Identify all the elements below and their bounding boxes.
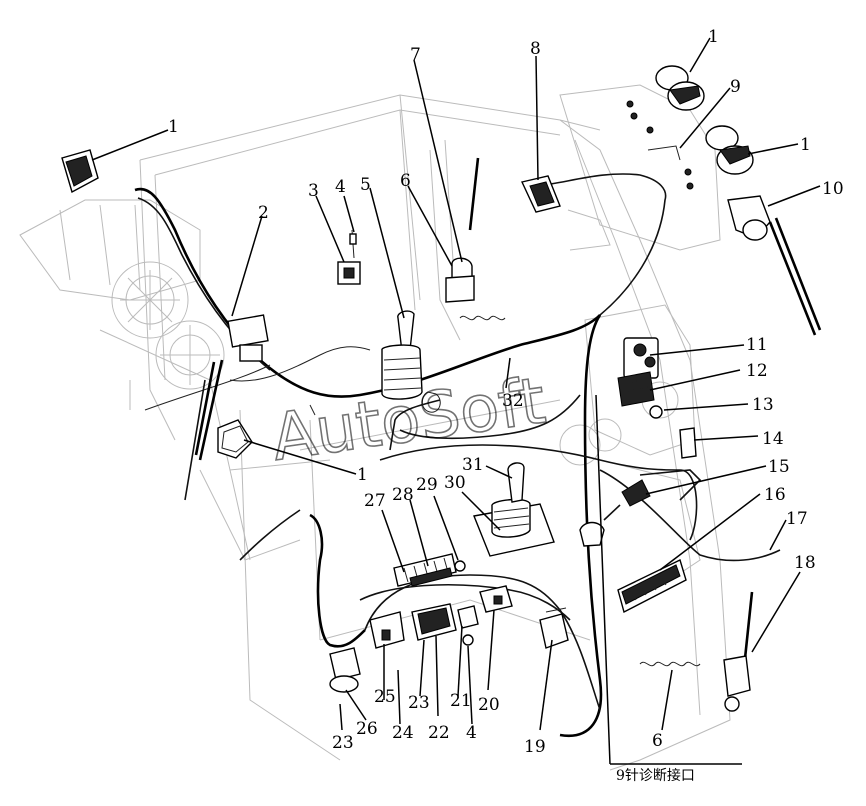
callout-1: 1 [708, 27, 719, 47]
callout-1: 1 [357, 465, 368, 485]
callout-1: 1 [800, 135, 811, 155]
fuse-panel-27-28 [393, 553, 457, 587]
callout-19: 19 [524, 737, 546, 757]
callout-23: 23 [408, 693, 430, 713]
ground-strap [421, 391, 441, 413]
callout-28: 28 [392, 485, 414, 505]
instrument-cluster [617, 337, 663, 419]
plug-21 [457, 605, 479, 646]
bracket-14 [679, 427, 697, 459]
callout-23: 23 [332, 733, 354, 753]
joystick-left [381, 310, 423, 400]
horn-7 [445, 157, 480, 303]
callout-13: 13 [752, 395, 774, 415]
indicator-29 [454, 560, 466, 572]
spring-6a [459, 315, 506, 321]
callout-6: 6 [652, 731, 663, 751]
callout-labels: 1 1 1 1 2 3 4 5 6 7 8 9 10 11 12 13 14 1… [168, 27, 844, 757]
callout-4: 4 [466, 723, 477, 743]
callout-12: 12 [746, 361, 768, 381]
callout-11: 11 [746, 335, 768, 355]
callout-29: 29 [416, 475, 438, 495]
relay-20 [479, 585, 513, 613]
work-lamp-left [61, 149, 99, 194]
fuse-box-22 [411, 603, 457, 641]
callout-4: 4 [335, 177, 346, 197]
callout-15: 15 [768, 457, 790, 477]
callout-26: 26 [356, 719, 378, 739]
work-lamp-right-upper [655, 65, 705, 111]
callout-10: 10 [822, 179, 844, 199]
callout-3: 3 [308, 181, 319, 201]
spring-6b [639, 661, 701, 667]
callout-14: 14 [762, 429, 784, 449]
horn-26 [329, 647, 361, 693]
callout-20: 20 [478, 695, 500, 715]
callout-32: 32 [502, 391, 524, 411]
callout-24: 24 [392, 723, 414, 743]
work-lamp-front [217, 419, 253, 459]
leader-lines [91, 37, 821, 765]
cab-frame [139, 94, 731, 771]
callout-30: 30 [444, 473, 466, 493]
callout-2: 2 [258, 203, 269, 223]
switch-25 [369, 611, 405, 649]
callout-27: 27 [364, 491, 386, 511]
joystick-right [473, 462, 555, 557]
relay-block-8 [520, 175, 561, 213]
left-console [19, 199, 331, 561]
callout-17: 17 [786, 509, 808, 529]
wiper-motor-right [727, 195, 822, 336]
callout-8: 8 [530, 39, 541, 59]
callout-1: 1 [168, 117, 179, 137]
connector-9 [626, 100, 694, 190]
diagnostic-port-caption: 9针诊断接口 [616, 767, 695, 784]
callout-6: 6 [400, 171, 411, 191]
switch-3 [337, 229, 361, 285]
module-19 [539, 607, 569, 649]
callout-7: 7 [410, 45, 421, 65]
callout-25: 25 [374, 687, 396, 707]
callout-16: 16 [764, 485, 786, 505]
callout-9: 9 [730, 77, 741, 97]
wiper-motor-left [184, 314, 269, 501]
rear-lamp-18 [723, 591, 754, 712]
callout-5: 5 [360, 175, 371, 195]
callout-22: 22 [428, 723, 450, 743]
controller-box-16 [617, 559, 687, 614]
work-lamp-right-lower [705, 125, 754, 175]
callout-18: 18 [794, 553, 816, 573]
pedal-switch-15 [579, 479, 651, 547]
callout-21: 21 [450, 691, 472, 711]
callout-31: 31 [462, 455, 484, 475]
